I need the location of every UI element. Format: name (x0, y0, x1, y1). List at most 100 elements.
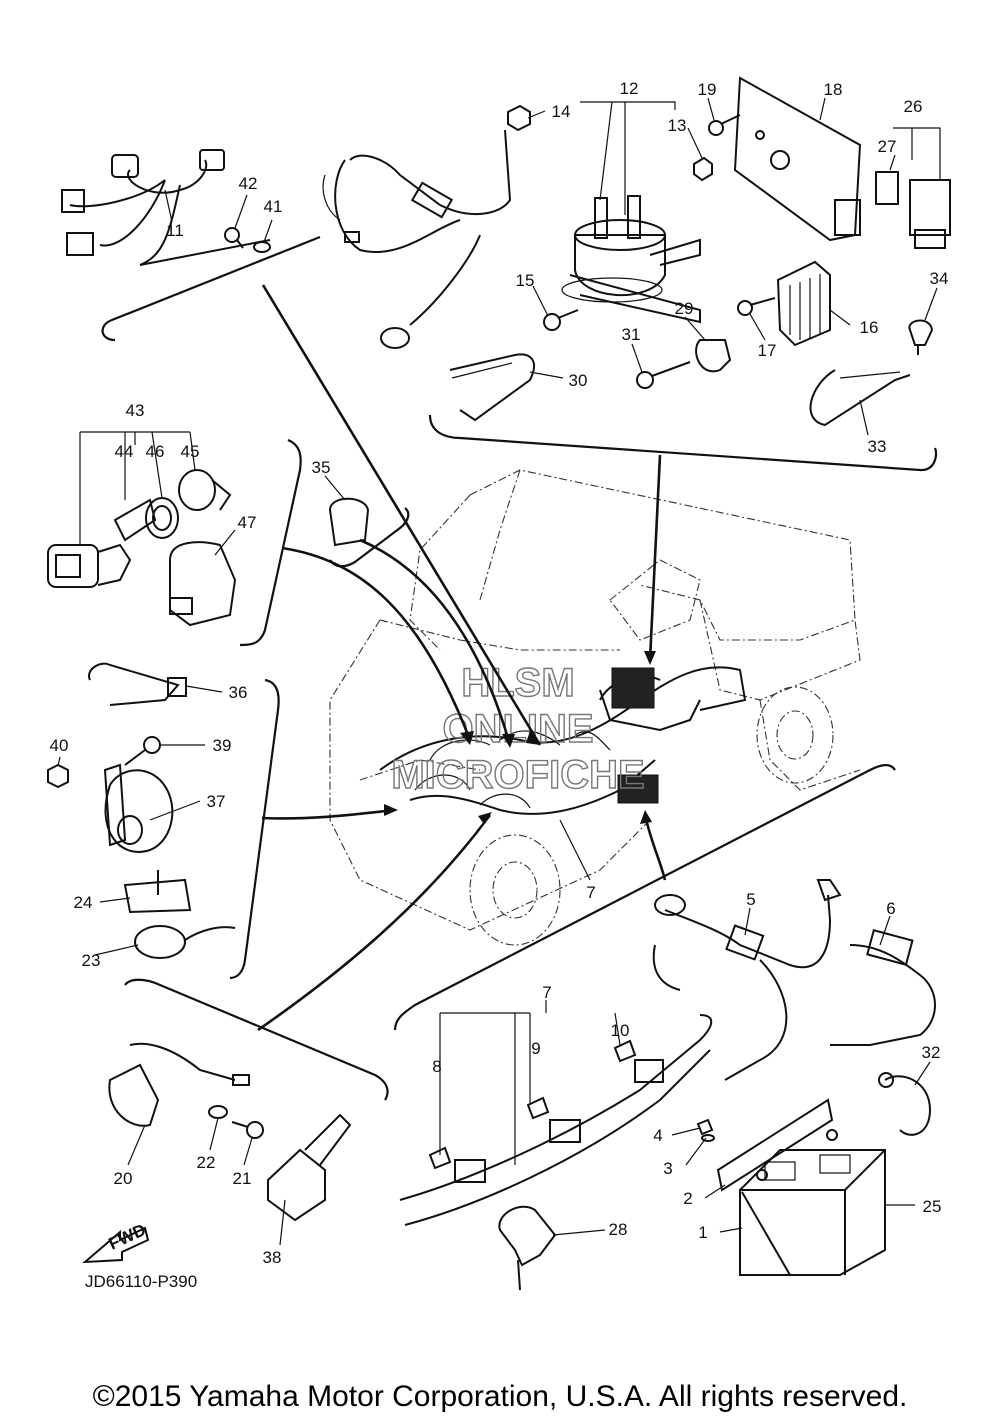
callout-28: 28 (609, 1220, 628, 1239)
callout-34: 34 (930, 269, 949, 288)
part-band-36 (88, 662, 187, 706)
callout-8: 8 (432, 1057, 441, 1076)
callout-38: 38 (263, 1248, 282, 1267)
part-horn-37 (103, 763, 174, 853)
part-wire-harness-11 (61, 149, 271, 266)
part-washer-41 (253, 241, 271, 253)
callout-35: 35 (312, 458, 331, 477)
part-cover-10 (613, 1039, 637, 1063)
callout-19: 19 (698, 80, 717, 99)
part-holder-28 (498, 1205, 557, 1291)
callout-20: 20 (114, 1169, 133, 1188)
copyright-notice: ©2015 Yamaha Motor Corporation, U.S.A. A… (92, 1380, 908, 1413)
callout-11: 11 (166, 221, 184, 240)
part-battery-cable-top (322, 129, 512, 349)
callout-12: 12 (620, 79, 639, 98)
connector-arrows (257, 284, 667, 1032)
part-plate-44 (113, 498, 157, 542)
watermark-line-3: MICROFICHE (391, 753, 644, 797)
callout-42: 42 (239, 174, 258, 193)
part-nut-40 (47, 763, 69, 789)
callout-7-vehicle: 7 (586, 883, 595, 902)
callout-27: 27 (878, 137, 897, 156)
part-clip-34 (908, 319, 934, 355)
callout-1: 1 (698, 1223, 707, 1242)
callout-13: 13 (668, 116, 687, 135)
callout-10: 10 (611, 1021, 630, 1040)
part-main-switch-43 (47, 543, 132, 588)
callout-43: 43 (126, 401, 145, 420)
callout-41: 41 (264, 197, 283, 216)
part-bolt-19 (708, 114, 741, 136)
part-screw-21 (231, 1121, 264, 1139)
callout-15: 15 (516, 271, 535, 290)
callout-30: 30 (569, 371, 588, 390)
callout-2: 2 (683, 1189, 692, 1208)
callout-40: 40 (50, 736, 69, 755)
part-band-32 (878, 1072, 932, 1136)
part-band-2 (716, 1098, 834, 1192)
callout-7-harness: 7 (542, 983, 551, 1002)
part-ring-46 (145, 497, 179, 539)
callout-3: 3 (663, 1159, 672, 1178)
part-relay-27 (875, 171, 899, 205)
part-washer-22 (208, 1105, 228, 1119)
part-nut-14 (507, 104, 531, 132)
callout-46: 46 (146, 442, 165, 461)
callout-37: 37 (207, 792, 226, 811)
callout-31: 31 (622, 325, 641, 344)
callout-39: 39 (213, 736, 232, 755)
callout-18: 18 (824, 80, 843, 99)
part-bolt-17 (737, 297, 776, 316)
callout-36: 36 (229, 683, 248, 702)
callout-44: 44 (115, 442, 134, 461)
callout-24: 24 (74, 893, 93, 912)
watermark-line-2: ONLINE (442, 707, 593, 751)
callout-21: 21 (233, 1169, 252, 1188)
callout-23: 23 (82, 951, 101, 970)
callout-14: 14 (552, 102, 571, 121)
fwd-arrow: FWD (82, 1220, 150, 1264)
part-cable-6 (830, 929, 936, 1046)
part-cap-45 (178, 469, 232, 511)
part-screw-15 (543, 309, 579, 331)
part-cover-9 (526, 1096, 550, 1120)
part-sensor-23 (134, 925, 236, 959)
part-switch-38 (267, 1113, 352, 1222)
part-socket-47 (169, 541, 237, 627)
part-bracket-24 (123, 870, 192, 914)
callout-5: 5 (746, 890, 755, 909)
callout-labels: 1 2 3 4 5 6 7 7 8 9 10 11 12 13 14 15 16… (50, 79, 949, 1267)
part-relay-26 (909, 179, 951, 249)
part-nut-13 (693, 156, 713, 182)
watermark: HLSM ONLINE MICROFICHE (391, 660, 646, 797)
part-clamp-29 (695, 339, 732, 373)
part-regulator-16 (776, 260, 831, 347)
group-frames (101, 235, 938, 1101)
part-bracket-18 (733, 76, 862, 242)
part-wire-harness-7 (399, 1014, 713, 1226)
leader-lines (57, 97, 941, 1246)
callout-47: 47 (238, 513, 257, 532)
part-bolt-31 (636, 361, 691, 389)
callout-29: 29 (675, 299, 694, 318)
watermark-line-1: HLSM (461, 661, 574, 705)
part-sensor-20 (108, 1042, 250, 1127)
part-washer-3 (701, 1134, 715, 1142)
callout-22: 22 (197, 1153, 216, 1172)
part-band-30 (449, 353, 535, 422)
callout-32: 32 (922, 1043, 941, 1062)
part-relay-12 (561, 195, 701, 324)
vehicle-outline (329, 469, 861, 946)
diagram-code: JD66110-P390 (85, 1272, 197, 1291)
callout-16: 16 (860, 318, 879, 337)
part-bolt-4 (696, 1118, 714, 1136)
part-bolt-39 (124, 736, 161, 766)
callout-17: 17 (758, 341, 777, 360)
part-bolt-42 (224, 227, 244, 249)
part-cable-5 (652, 879, 842, 1081)
callout-45: 45 (181, 442, 200, 461)
part-rod-1 (741, 1191, 791, 1276)
part-band-33 (809, 369, 911, 427)
